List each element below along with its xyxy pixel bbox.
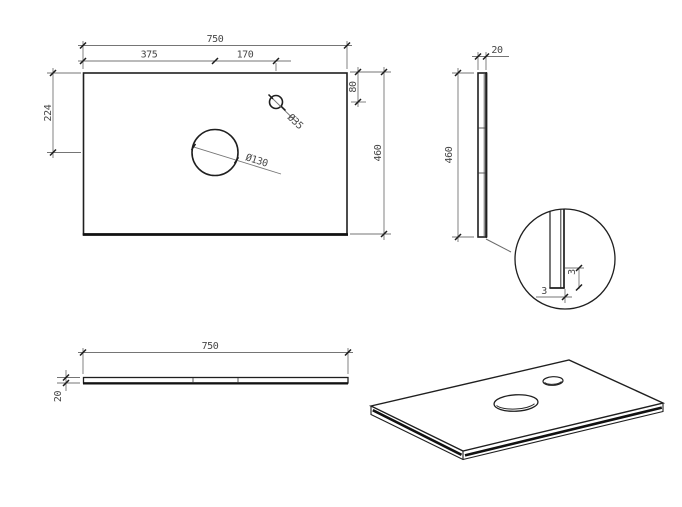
small-hole-inner-rim: [544, 381, 562, 385]
panel-bottom-edge: [370, 413, 464, 461]
dim-text-height: 460: [373, 144, 384, 161]
dim-text-224: 224: [43, 104, 54, 121]
bottom-dimension-ticks: [62, 348, 352, 387]
side-extension-lines: [452, 52, 487, 238]
bottom-dimension-lines: [65, 352, 353, 391]
isometric-view: [368, 359, 666, 461]
side-view: 20 460 3 3: [444, 45, 616, 310]
panel-edge-outline: [82, 376, 349, 384]
detail-dimension-ticks: [561, 264, 583, 301]
dim-text-bottom-thickness: 20: [53, 391, 64, 403]
small-hole-iso: [542, 376, 564, 386]
detail-dim-text-bottom: 3: [541, 286, 547, 297]
detail-circle: 3 3: [514, 208, 616, 310]
detail-leader-line: [485, 238, 512, 253]
edge-band-left-face: [372, 409, 463, 456]
panel-top-face: [368, 359, 666, 452]
bottom-view: 750 20: [53, 341, 353, 402]
dim-text-width: 750: [207, 34, 224, 45]
large-hole-iso: [493, 394, 539, 412]
large-hole-inner-rim: [496, 403, 535, 410]
small-hole: [268, 94, 284, 110]
dim-text-170: 170: [237, 50, 254, 61]
dim-text-thickness: 20: [491, 45, 503, 56]
panel-edge-outline: [477, 72, 487, 238]
side-dimension-ticks: [454, 52, 490, 241]
dim-text-80: 80: [348, 81, 359, 93]
detail-dim-text-side: 3: [567, 269, 578, 275]
dim-text-bottom-width: 750: [202, 341, 219, 352]
panel-bottom-edge: [462, 410, 664, 461]
large-hole: [191, 128, 239, 177]
dim-text-side-height: 460: [444, 146, 455, 163]
front-dimension-ticks: [49, 41, 388, 238]
edge-band-right-face: [464, 406, 663, 457]
detail-circle-outline: [514, 208, 616, 310]
front-view: 750 375 170 224 80 460 Ø130 Ø35: [43, 34, 391, 240]
dim-text-375: 375: [141, 50, 158, 61]
